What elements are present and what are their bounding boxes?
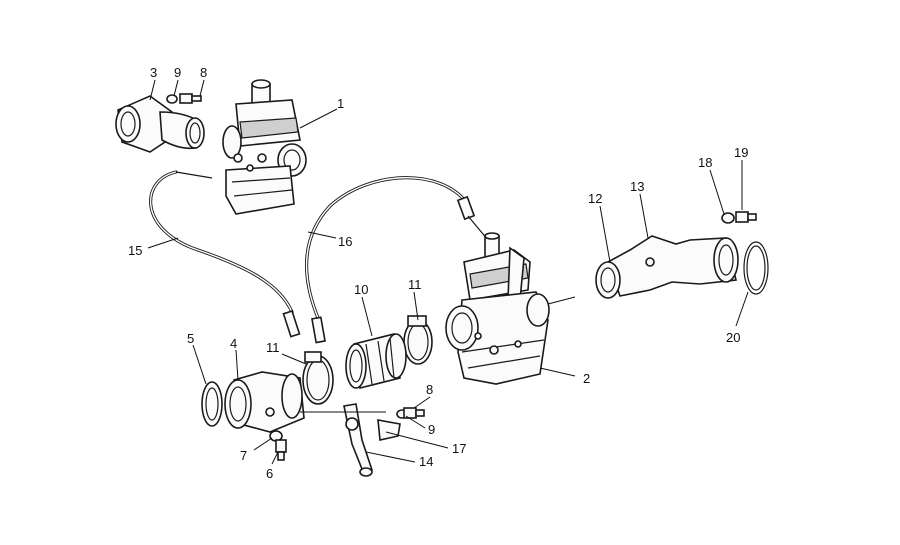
gasket-5	[201, 381, 223, 427]
callout-labels: 1 2 3 4 5 6 7 8 8 9 9 10 11 11 12 13 14 …	[128, 65, 748, 481]
callout-8-upper: 8	[200, 65, 207, 80]
callout-12: 12	[588, 191, 602, 206]
hose-clamp-11-left	[302, 351, 334, 405]
bolt-8-upper	[179, 93, 202, 104]
callout-6: 6	[266, 466, 273, 481]
carburetor-upper	[222, 79, 307, 215]
callout-11-right: 11	[408, 277, 422, 292]
cable-adjuster-14	[343, 403, 373, 477]
washer-18	[721, 212, 735, 224]
bracket-17	[377, 419, 401, 441]
hose-clamp-11-right	[403, 315, 433, 365]
bolt-19	[735, 211, 757, 223]
washer-9-upper	[166, 94, 178, 104]
callout-13: 13	[630, 179, 644, 194]
callout-15: 15	[128, 243, 142, 258]
callout-17: 17	[452, 441, 466, 456]
intake-manifold-upper	[115, 95, 205, 153]
throttle-cable-16	[304, 176, 489, 344]
throttle-cable-15	[149, 170, 301, 338]
callout-14: 14	[419, 454, 433, 469]
callout-5: 5	[187, 331, 194, 346]
ring-20	[743, 241, 769, 295]
callout-4: 4	[230, 336, 237, 351]
callout-8-lower: 8	[426, 382, 433, 397]
callout-19: 19	[734, 145, 748, 160]
callout-3: 3	[150, 65, 157, 80]
intake-manifold-right	[595, 235, 739, 299]
callout-16: 16	[338, 234, 352, 249]
bolt-6	[275, 439, 287, 461]
intake-manifold-lower	[224, 371, 305, 433]
callout-18: 18	[698, 155, 712, 170]
callout-7: 7	[240, 448, 247, 463]
callout-2: 2	[583, 371, 590, 386]
callout-1: 1	[337, 96, 344, 111]
callout-11-left: 11	[266, 340, 280, 355]
callout-9-lower: 9	[428, 422, 435, 437]
leader-lines	[147, 79, 749, 465]
callout-9-upper: 9	[174, 65, 181, 80]
carburetor-lower	[445, 232, 550, 385]
rubber-sleeve-10	[345, 333, 407, 389]
callout-20: 20	[726, 330, 740, 345]
callout-10: 10	[354, 282, 368, 297]
